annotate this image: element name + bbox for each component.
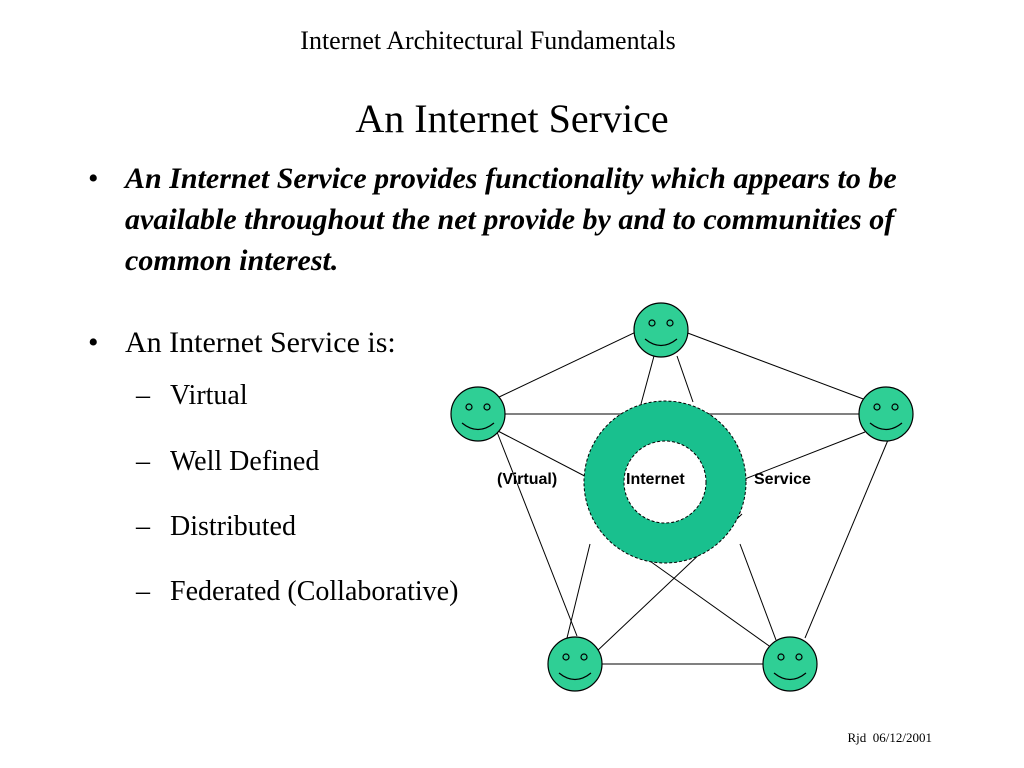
community-nodes	[450, 302, 914, 692]
smiley-face-icon	[858, 386, 914, 442]
label-internet: Internet	[626, 471, 685, 488]
property-distributed: Distributed	[170, 511, 296, 542]
smiley-face-icon	[450, 386, 506, 442]
face-smile	[558, 672, 592, 681]
face-smile	[461, 422, 495, 431]
bullet-dot: •	[88, 162, 99, 195]
dash-marker: –	[136, 511, 150, 542]
face-smile	[644, 338, 678, 347]
ring-outer-edge	[583, 400, 747, 564]
smiley-face-icon	[547, 636, 603, 692]
bullet-dot: •	[88, 326, 99, 359]
network-link	[496, 431, 578, 637]
face-eye	[562, 653, 570, 661]
ring-fill	[584, 401, 746, 563]
face-eye	[873, 403, 881, 411]
dash-marker: –	[136, 380, 150, 411]
internet-service-ring	[583, 400, 747, 564]
network-link	[496, 331, 637, 399]
service-is-heading: An Internet Service is:	[125, 326, 396, 359]
property-federated: Federated (Collaborative)	[170, 576, 459, 607]
face-circle	[450, 386, 506, 442]
definition-period: .	[330, 244, 339, 277]
network-link	[566, 543, 591, 639]
face-smile	[869, 422, 903, 431]
ring-inner-hole	[623, 440, 707, 524]
definition-text: An Internet Service provides functionali…	[125, 158, 945, 281]
face-eye	[666, 319, 674, 327]
face-eye	[891, 403, 899, 411]
network-link	[739, 543, 777, 641]
face-eye	[465, 403, 473, 411]
network-link	[676, 355, 694, 403]
face-smile	[773, 672, 807, 681]
network-link	[639, 553, 773, 649]
face-eye	[795, 653, 803, 661]
network-link	[731, 431, 866, 485]
slide-header: Internet Architectural Fundamentals	[300, 26, 676, 55]
dash-marker: –	[136, 576, 150, 607]
face-circle	[762, 636, 818, 692]
face-eye	[777, 653, 785, 661]
property-well-defined: Well Defined	[170, 446, 320, 477]
network-link	[684, 331, 867, 401]
dash-marker: –	[136, 446, 150, 477]
network-link	[804, 439, 889, 639]
label-virtual: (Virtual)	[497, 471, 557, 488]
definition-emphasis: An Internet Service provides functionali…	[125, 162, 897, 277]
face-eye	[580, 653, 588, 661]
property-virtual: Virtual	[170, 380, 248, 411]
face-circle	[633, 302, 689, 358]
smiley-face-icon	[762, 636, 818, 692]
network-link	[640, 355, 655, 405]
slide-title: An Internet Service	[355, 96, 669, 141]
face-circle	[547, 636, 603, 692]
label-service: Service	[754, 471, 811, 488]
face-eye	[483, 403, 491, 411]
smiley-face-icon	[633, 302, 689, 358]
face-eye	[648, 319, 656, 327]
slide-footer: Rjd 06/12/2001	[847, 730, 932, 745]
face-circle	[858, 386, 914, 442]
network-link	[495, 429, 601, 485]
